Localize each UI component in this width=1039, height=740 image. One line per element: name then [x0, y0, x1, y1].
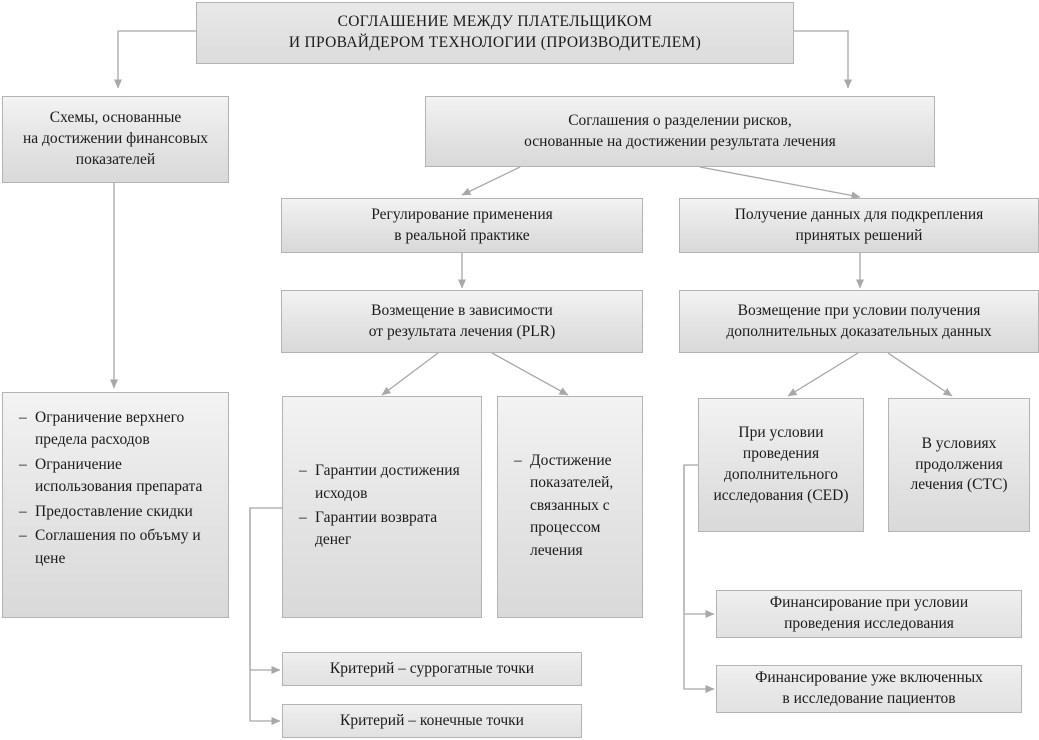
process-outcomes-item-list: Достижение показателей, связанных с проц…	[514, 450, 628, 564]
financial-schemes-line-3: показателей	[75, 150, 156, 168]
node-process-outcomes-list[interactable]: Достижение показателей, связанных с проц…	[497, 396, 643, 618]
connector-plr-to-process	[491, 352, 569, 396]
guarantees-item-list: Гарантии достижения исходов Гарантии воз…	[299, 460, 467, 554]
funding-conditional-line-2: проведения исследования	[784, 615, 954, 632]
ctc-line-1: В условиях	[921, 434, 997, 452]
list-item: Гарантии достижения исходов	[299, 460, 467, 505]
connector-guarantees-to-criterion-surrogate	[249, 507, 282, 674]
agreement-title-line-1: СОГЛАШЕНИЕ МЕЖДУ ПЛАТЕЛЬЩИКОМ	[337, 13, 653, 31]
ced-line-2: проведения	[742, 445, 820, 463]
plr-line-1: Возмещение в зависимости	[371, 301, 553, 319]
node-risk-sharing[interactable]: Соглашения о разделении рисков, основанн…	[425, 96, 935, 167]
ced-line-4: исследования (CED)	[713, 486, 849, 504]
list-item: Гарантии возврата денег	[299, 507, 467, 552]
risk-sharing-line-2: основанные на достижении результата лече…	[524, 132, 836, 150]
ctc-line-2: продолжения	[915, 455, 1003, 473]
ced-line-1: При условии	[738, 424, 824, 442]
node-criterion-surrogate[interactable]: Критерий – суррогатные точки	[282, 652, 582, 686]
real-practice-line-2: в реальной практике	[394, 226, 530, 244]
node-guarantees-list[interactable]: Гарантии достижения исходов Гарантии воз…	[282, 396, 482, 618]
plr-line-2: от результата лечения (PLR)	[368, 322, 556, 340]
node-financial-schemes-list[interactable]: Ограничение верхнего предела расходов Ог…	[2, 392, 229, 618]
connector-evidence-to-ced	[787, 352, 859, 397]
node-plr-reimbursement[interactable]: Возмещение в зависимости от результата л…	[281, 290, 643, 353]
node-data-collection[interactable]: Получение данных для подкрепления принят…	[679, 198, 1039, 253]
connector-guarantees-to-criterion-final	[249, 508, 281, 725]
financial-schemes-line-2: на достижении финансовых	[22, 130, 209, 148]
criterion-surrogate-label: Критерий – суррогатные точки	[329, 659, 535, 677]
agreement-title-line-2: И ПРОВАЙДЕРОМ ТЕХНОЛОГИИ (ПРОИЗВОДИТЕЛЕМ…	[288, 34, 702, 51]
node-funding-conditional[interactable]: Финансирование при условии проведения ис…	[716, 590, 1022, 638]
node-extra-evidence-reimbursement[interactable]: Возмещение при условии получения дополни…	[679, 290, 1039, 353]
funding-enrolled-line-1: Финансирование уже включенных	[755, 669, 983, 687]
extra-evidence-line-1: Возмещение при условии получения	[737, 301, 981, 319]
node-financial-schemes[interactable]: Схемы, основанные на достижении финансов…	[2, 96, 229, 183]
connector-risk-to-data-collection	[699, 166, 861, 200]
node-agreement-title[interactable]: СОГЛАШЕНИЕ МЕЖДУ ПЛАТЕЛЬЩИКОМ И ПРОВАЙДЕ…	[196, 2, 794, 64]
financial-schemes-item-list: Ограничение верхнего предела расходов Ог…	[19, 407, 214, 572]
connector-evidence-to-ctc	[887, 352, 953, 397]
financial-schemes-line-1: Схемы, основанные	[49, 109, 182, 127]
extra-evidence-line-2: дополнительных доказательных данных	[726, 322, 992, 340]
list-item: Соглашения по объъму и цене	[19, 525, 214, 570]
real-practice-line-1: Регулирование применения	[371, 205, 553, 223]
data-collection-line-1: Получение данных для подкрепления	[734, 205, 984, 223]
funding-enrolled-line-2: в исследование пациентов	[782, 690, 956, 707]
list-item: Предоставление скидки	[19, 501, 214, 524]
connector-plr-to-guarantees	[381, 352, 439, 396]
node-funding-enrolled[interactable]: Финансирование уже включенных в исследов…	[716, 665, 1022, 713]
node-ced[interactable]: При условии проведения дополнительного и…	[698, 398, 864, 532]
connector-title-to-risk-sharing	[794, 30, 852, 89]
connector-risk-to-real-practice	[461, 166, 521, 196]
list-item: Достижение показателей, связанных с проц…	[514, 450, 628, 562]
node-criterion-final[interactable]: Критерий – конечные точки	[282, 704, 582, 738]
list-item: Ограничение использования препарата	[19, 454, 214, 499]
risk-sharing-line-1: Соглашения о разделении рисков,	[568, 111, 792, 129]
criterion-final-label: Критерий – конечные точки	[340, 711, 524, 729]
node-ctc[interactable]: В условиях продолжения лечения (CTC)	[888, 398, 1030, 532]
data-collection-line-2: принятых решений	[795, 226, 923, 244]
connector-title-to-financial-schemes	[114, 30, 196, 89]
ced-line-3: дополнительного	[723, 466, 839, 483]
funding-conditional-line-1: Финансирование при условии	[769, 594, 969, 612]
list-item: Ограничение верхнего предела расходов	[19, 407, 214, 452]
node-real-practice-regulation[interactable]: Регулирование применения в реальной прак…	[281, 198, 643, 253]
ctc-line-3: лечения (CTC)	[910, 476, 1008, 494]
